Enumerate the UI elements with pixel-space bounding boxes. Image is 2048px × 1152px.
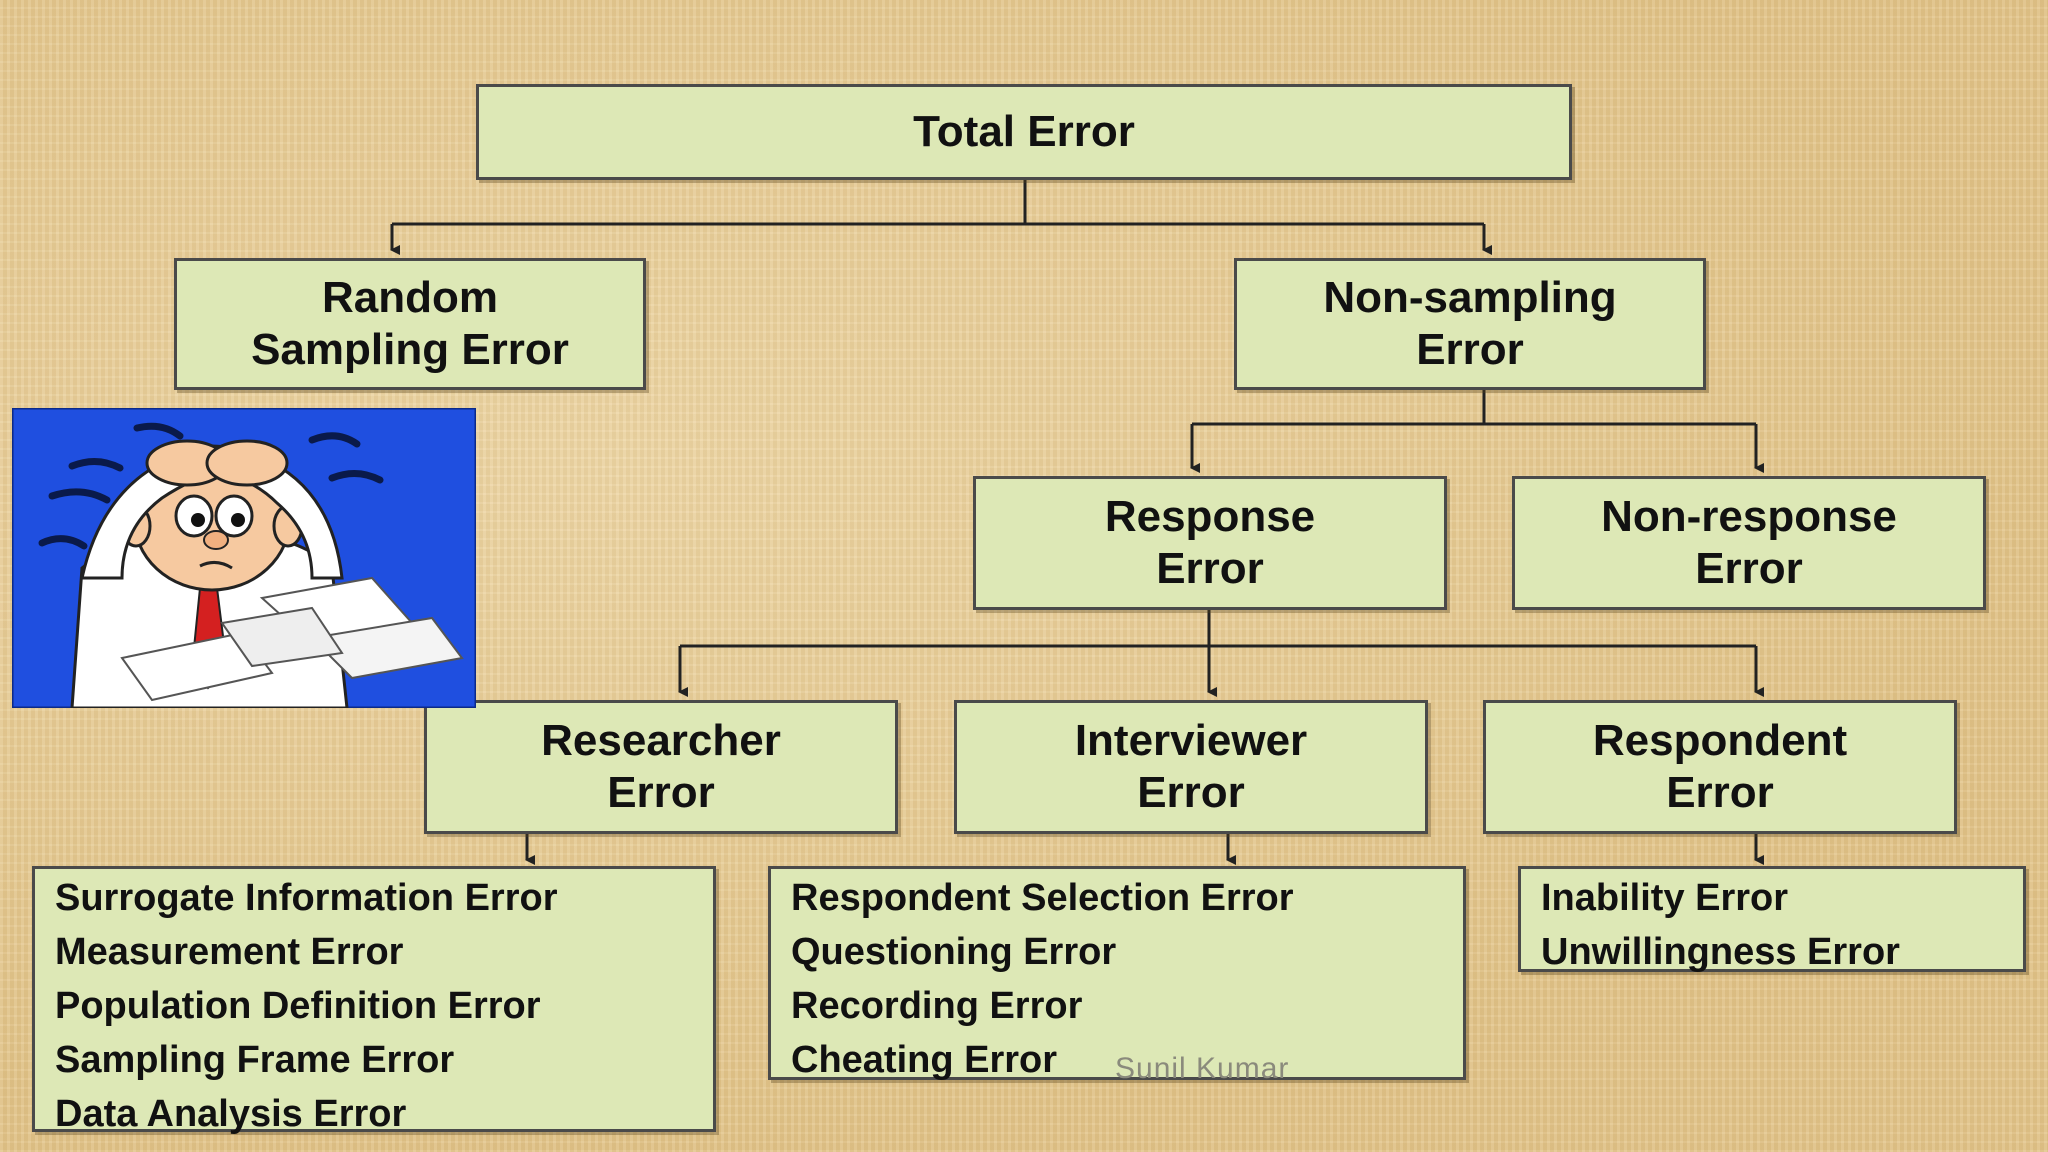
interviewer-error-list: Respondent Selection Error Questioning E… — [768, 866, 1466, 1080]
researcher-error-node: Researcher Error — [424, 700, 898, 834]
list-item: Data Analysis Error — [55, 1087, 713, 1141]
interviewer-error-node: Interviewer Error — [954, 700, 1428, 834]
list-item: Sampling Frame Error — [55, 1033, 713, 1087]
list-item: Surrogate Information Error — [55, 871, 713, 925]
list-item: Population Definition Error — [55, 979, 713, 1033]
non-sampling-error-node: Non-sampling Error — [1234, 258, 1706, 390]
stressed-person-illustration — [12, 408, 476, 708]
random-sampling-error-node: Random Sampling Error — [174, 258, 646, 390]
list-item: Inability Error — [1541, 871, 2023, 925]
non-response-error-node: Non-response Error — [1512, 476, 1986, 610]
author-watermark: Sunil Kumar — [1115, 1052, 1289, 1086]
list-item: Respondent Selection Error — [791, 871, 1463, 925]
list-item: Measurement Error — [55, 925, 713, 979]
response-error-node: Response Error — [973, 476, 1447, 610]
list-item: Unwillingness Error — [1541, 925, 2023, 979]
researcher-error-list: Surrogate Information Error Measurement … — [32, 866, 716, 1132]
list-item: Recording Error — [791, 979, 1463, 1033]
list-item: Questioning Error — [791, 925, 1463, 979]
respondent-error-list: Inability Error Unwillingness Error — [1518, 866, 2026, 972]
total-error-node: Total Error — [476, 84, 1572, 180]
respondent-error-node: Respondent Error — [1483, 700, 1957, 834]
